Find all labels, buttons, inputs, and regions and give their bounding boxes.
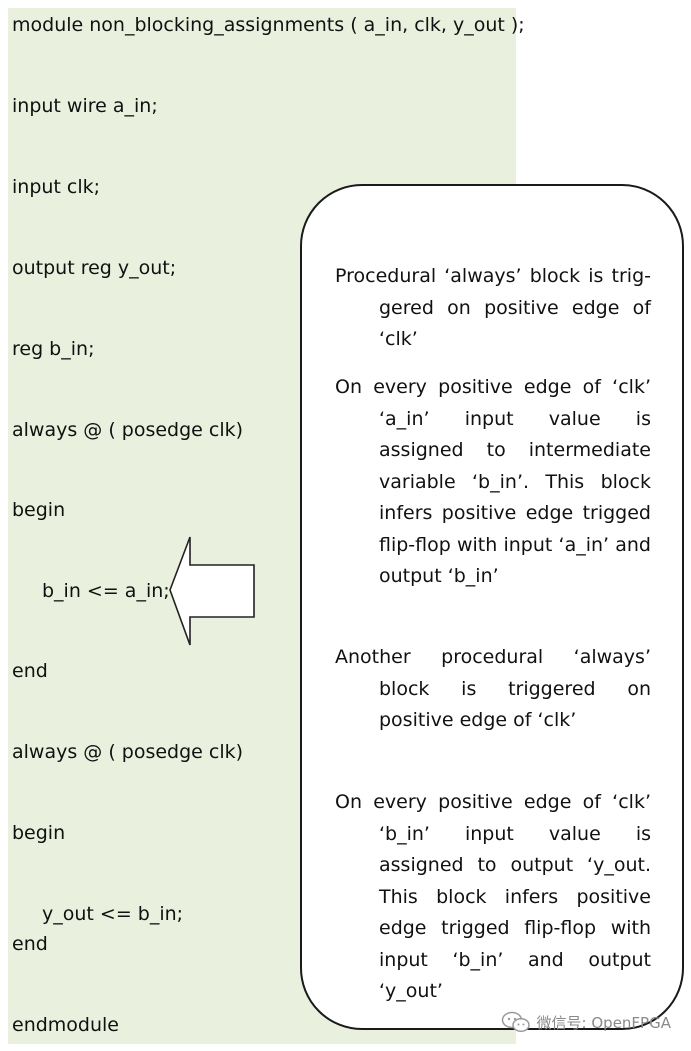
code-line-reg-b-in: reg b_in; [12, 338, 95, 360]
code-line-end-2: end [12, 933, 48, 955]
left-arrow-shape [169, 536, 255, 646]
code-line-input-a-in: input wire a_in; [12, 95, 158, 117]
watermark: 微信号: OpenFPGA [501, 1011, 671, 1033]
code-line-endmodule: endmodule [12, 1014, 119, 1036]
note-always-block-1: Procedural ‘always’ block is trig­gered … [335, 265, 651, 350]
code-line-begin-1: begin [12, 499, 66, 521]
code-line-always-1: always @ ( posedge clk) [12, 419, 244, 441]
note-b-in-assignment: On every positive edge of ‘clk’ ‘a_in’ i… [335, 376, 651, 587]
watermark-text: 微信号: OpenFPGA [536, 1013, 671, 1032]
note-y-out-assignment: On every positive edge of ‘clk’ ‘b_in’ i… [335, 791, 651, 1002]
annotation-box: Procedural ‘always’ block is trig­gered … [300, 184, 684, 1030]
code-line-b-in-assign: b_in <= a_in; [42, 580, 170, 602]
code-line-output-y-out: output reg y_out; [12, 257, 177, 279]
code-line-input-clk: input clk; [12, 176, 101, 198]
code-line-end-1: end [12, 660, 48, 682]
code-line-y-out-assign: y_out <= b_in; [42, 903, 184, 925]
code-line-begin-2: begin [12, 822, 66, 844]
note-always-block-2: Another procedural ‘always’ block is tri… [335, 646, 651, 731]
code-line-always-2: always @ ( posedge clk) [12, 741, 244, 763]
code-line-module-declaration: module non_blocking_assignments ( a_in, … [12, 14, 525, 36]
wechat-icon [501, 1011, 530, 1033]
